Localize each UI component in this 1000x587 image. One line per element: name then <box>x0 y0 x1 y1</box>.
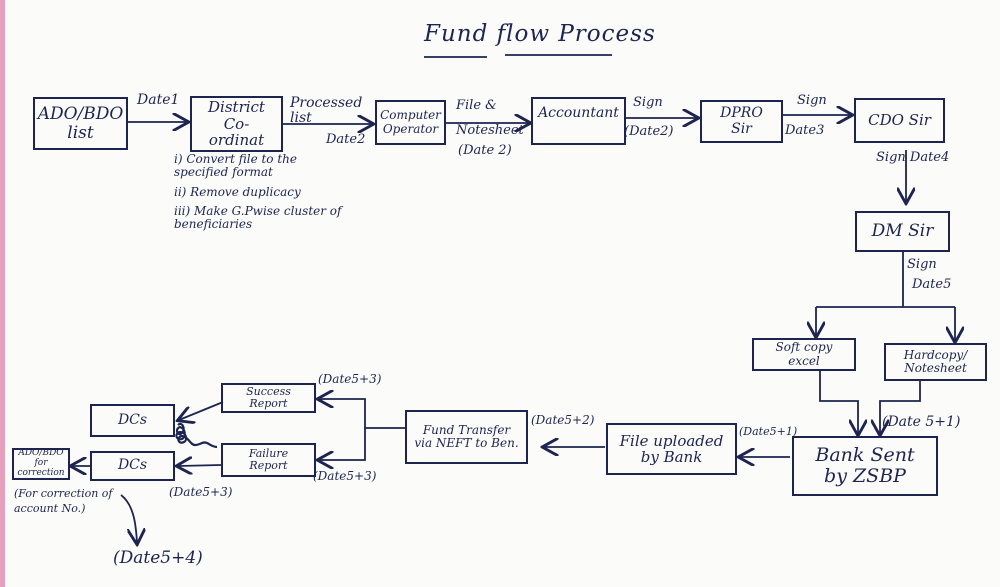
label-sign-date4: Sign Date4 <box>876 150 950 165</box>
label-sign-1: Sign <box>633 95 663 110</box>
label-processed-list: Processed list <box>290 95 363 127</box>
arrow-success-to-dcs <box>179 401 224 420</box>
node-fund-transfer-neft: Fund Transfer via NEFT to Ben. <box>405 410 528 464</box>
node-bank-sent-zsbp: Bank Sent by ZSBP <box>792 436 938 496</box>
label-date2-paren: (Date 2) <box>458 143 512 158</box>
label-date2: Date2 <box>326 132 366 147</box>
label-date3: Date3 <box>785 123 825 138</box>
node-failure-report: Failure Report <box>221 443 316 477</box>
label-date5-plus3-top: (Date5+3) <box>318 372 382 386</box>
coordinator-step-3: iii) Make G.Pwise cluster of beneficiari… <box>174 204 342 232</box>
node-hardcopy-notesheet: Hardcopy/ Notesheet <box>884 343 987 381</box>
node-dcs-bottom: DCs <box>90 451 175 481</box>
node-dpro-sir: DPRO Sir <box>700 100 783 143</box>
label-date5-1-short: (Date5+1) <box>739 425 798 438</box>
diagram-title: Fund flow Process <box>424 21 656 47</box>
label-date5-plus1: (Date 5+1) <box>882 414 961 430</box>
arrow-transfer-to-success <box>319 399 405 429</box>
arrow-hardcopy-to-bank <box>880 381 921 434</box>
arrow-softcopy-to-bank <box>819 371 858 434</box>
arrow-failure-to-dcs <box>178 465 222 466</box>
arrow-correction-to-date <box>120 494 137 543</box>
node-accountant: Accountant <box>531 97 626 145</box>
node-computer-operator: Computer Operator <box>375 100 446 145</box>
label-date5: Date5 <box>912 277 952 292</box>
node-dm-sir: DM Sir <box>855 211 950 252</box>
node-ado-bdo-list: ADO/BDO list <box>33 97 128 150</box>
label-date5-plus3-mid: (Date5+3) <box>313 469 377 483</box>
node-file-uploaded-bank: File uploaded by Bank <box>606 423 737 475</box>
label-sign-2: Sign <box>797 93 827 108</box>
label-date5-plus4: (Date5+4) <box>113 548 203 568</box>
coordinator-step-2: ii) Remove duplicacy <box>174 185 301 199</box>
node-ado-bdo-correction: ADO/BDO for correction <box>12 448 70 480</box>
node-cdo-sir: CDO Sir <box>854 98 945 143</box>
label-date5-plus3-bot: (Date5+3) <box>169 485 233 499</box>
label-date2-paren-b: (Date2) <box>624 124 674 139</box>
node-dcs-top: DCs <box>90 404 175 437</box>
label-sign-3: Sign <box>907 257 937 272</box>
label-date1: Date1 <box>137 92 180 108</box>
paper-edge <box>0 0 5 587</box>
label-date5-plus2: (Date5+2) <box>531 413 595 427</box>
node-district-coordinator: District Co-ordinat <box>190 96 283 152</box>
node-soft-copy-excel: Soft copy excel <box>752 338 856 371</box>
arrow-transfer-to-failure <box>319 428 366 460</box>
label-file-notesheet: File & Notesheet <box>456 98 524 138</box>
label-correction-note: (For correction of account No.) <box>14 487 113 515</box>
coordinator-step-1: i) Convert file to the specified format <box>174 152 297 180</box>
node-success-report: Success Report <box>221 383 316 413</box>
scribble-mark <box>175 422 218 449</box>
